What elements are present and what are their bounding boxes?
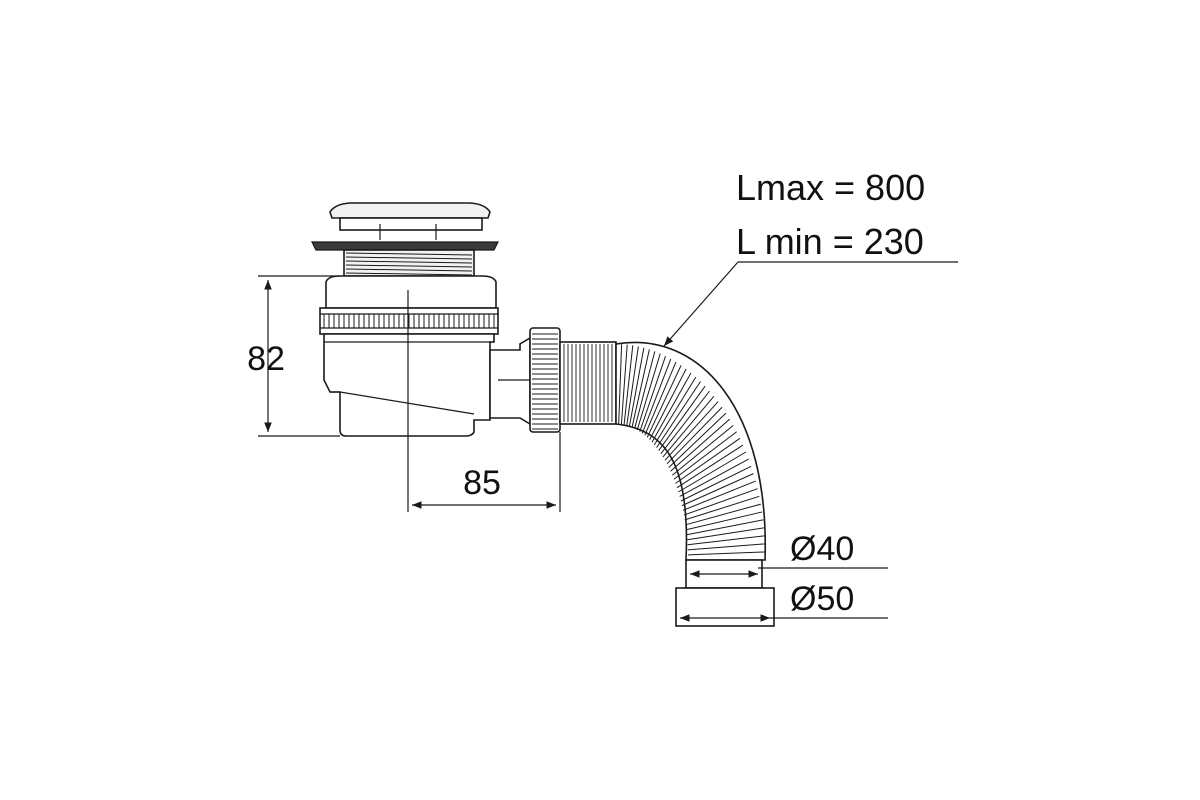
height-dimension-label: 82 — [247, 340, 285, 378]
outlet-nut — [529, 327, 561, 433]
plug-stem — [339, 217, 483, 231]
drain-nut-ring — [319, 307, 499, 335]
corrugated-hose — [615, 341, 775, 627]
diameter-dimensions: Ø40 Ø50 — [680, 530, 888, 622]
threaded-neck — [343, 249, 475, 277]
length-callout: Lmax = 800 L min = 230 — [663, 167, 958, 347]
drain-upper-body — [325, 275, 497, 309]
hose-end-outer — [675, 587, 775, 627]
hose-connector — [559, 341, 617, 425]
drain-flange — [311, 241, 499, 251]
offset-dimension: 85 — [412, 432, 561, 512]
length-max-label: Lmax = 800 — [736, 167, 925, 208]
drain-lower-body — [323, 333, 495, 437]
outer-diameter-label: Ø50 — [790, 580, 854, 618]
inner-diameter-label: Ø40 — [790, 530, 854, 568]
side-outlet — [489, 336, 531, 426]
offset-dimension-label: 85 — [463, 464, 501, 502]
drain-body — [311, 202, 617, 437]
plug-cap — [329, 202, 491, 219]
length-min-label: L min = 230 — [736, 221, 924, 262]
height-dimension: 82 — [247, 275, 340, 437]
